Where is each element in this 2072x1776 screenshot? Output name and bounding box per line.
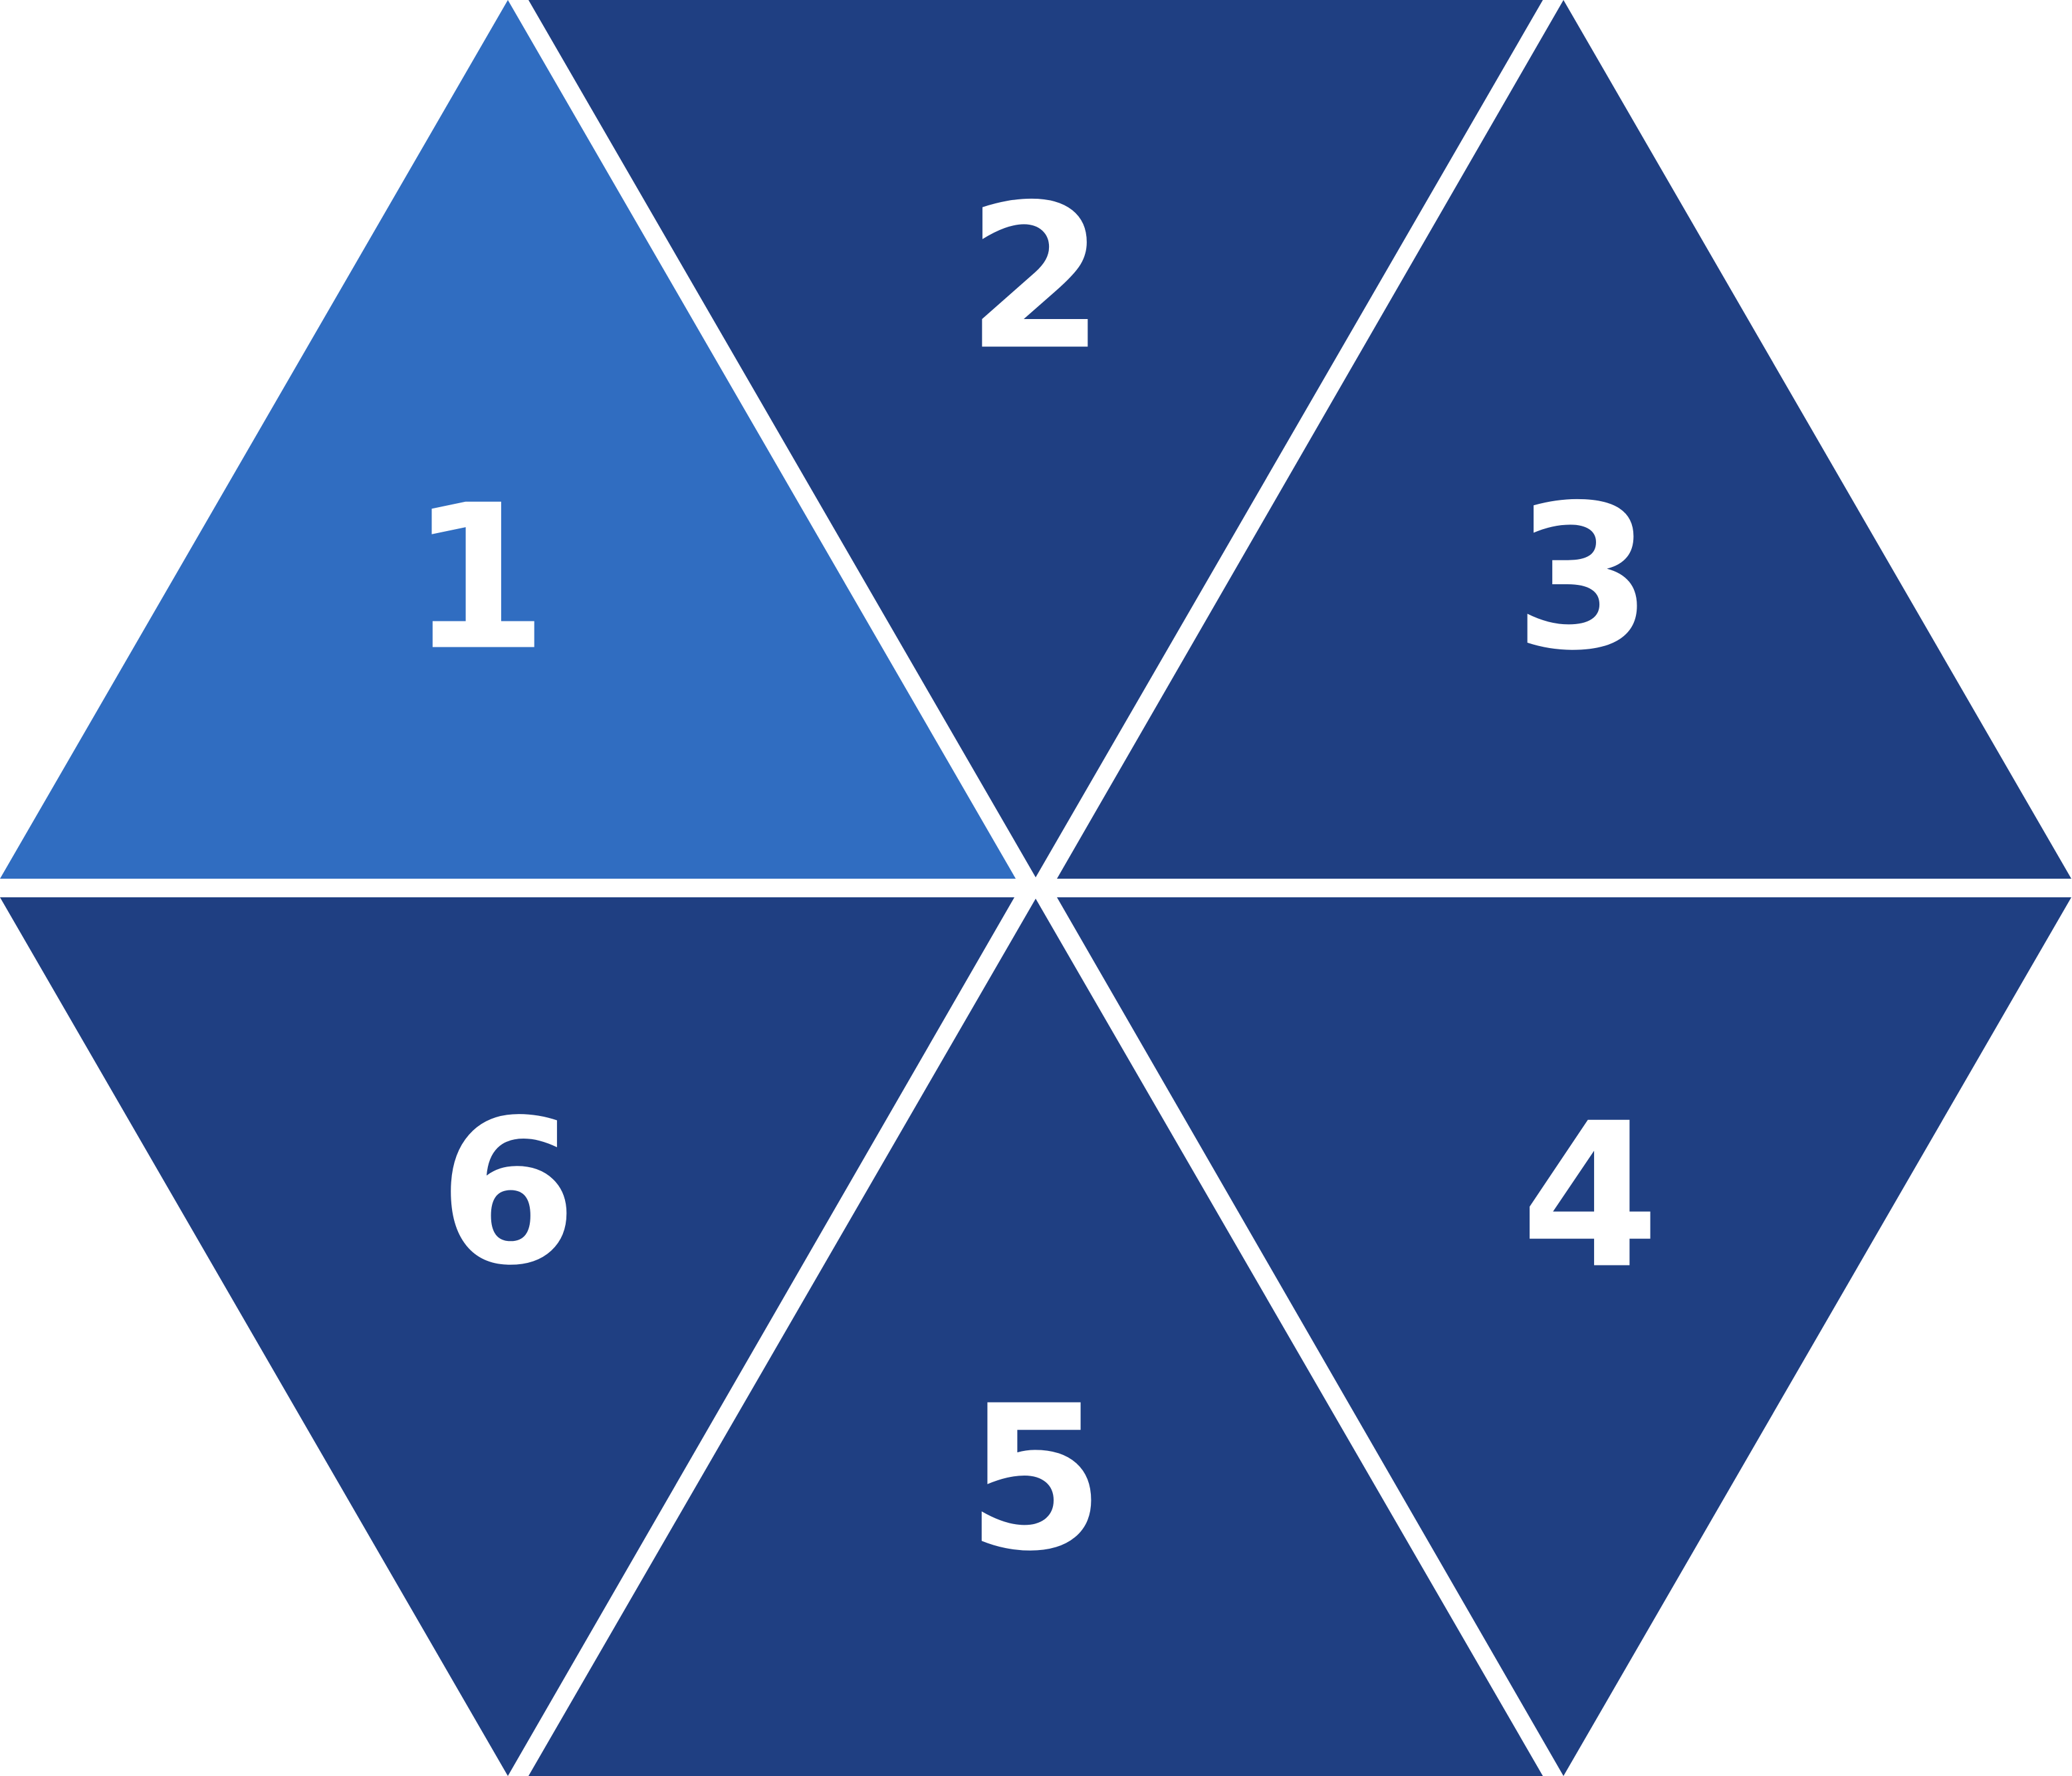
segment-1-label: 1 — [409, 463, 548, 695]
segment-5-label: 5 — [967, 1363, 1105, 1595]
segment-3: 3 — [1057, 0, 2071, 879]
segment-5: 5 — [528, 899, 1543, 1776]
segment-6-shape — [0, 897, 1014, 1776]
segment-2: 2 — [528, 0, 1543, 877]
segment-3-shape — [1057, 0, 2071, 879]
segment-2-label: 2 — [967, 162, 1105, 394]
segment-1: 1 — [0, 0, 1016, 879]
segment-3-label: 3 — [1514, 463, 1653, 695]
segment-2-shape — [528, 0, 1543, 877]
segment-6-label: 6 — [439, 1077, 578, 1309]
segment-4-shape — [1057, 897, 2071, 1776]
segment-4-label: 4 — [1521, 1081, 1660, 1313]
segment-4: 4 — [1057, 897, 2071, 1776]
segment-6: 6 — [0, 897, 1014, 1776]
segment-1-shape — [0, 0, 1016, 879]
segment-5-shape — [528, 899, 1543, 1776]
